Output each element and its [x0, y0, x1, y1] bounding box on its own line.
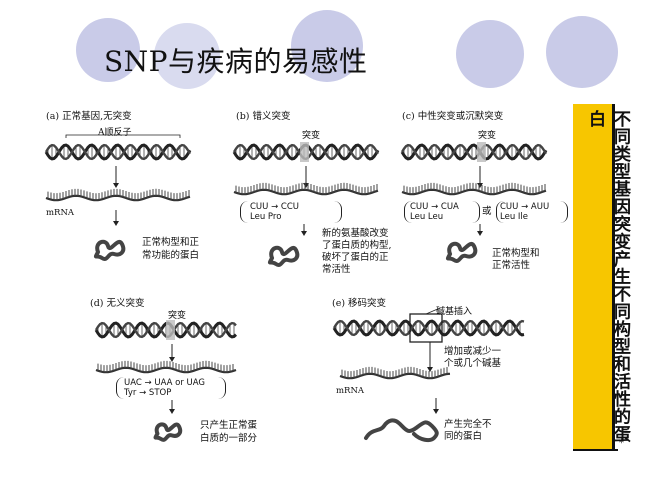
panel-c-mutation-site: [477, 142, 486, 162]
mutation-figure: (a) 正常基因,无突变 A顺反子 mRNA 正常构型和正 常功能的蛋白 (b)…: [40, 108, 570, 453]
panel-b-mrna-backbone: [233, 188, 379, 196]
panel-b-arrow-head: [301, 231, 307, 236]
panel-e-dna-strand: [332, 319, 525, 337]
sidebar-bottom-rule: [573, 449, 618, 451]
footer-star: *: [619, 438, 624, 449]
panel-a-mrna-backbone: [45, 194, 191, 202]
panel-b-codon-top: CUU → CCU: [250, 202, 299, 212]
panel-d-mutation-site: [166, 320, 175, 340]
panel-d-note-line: 白质的一部分: [200, 433, 258, 444]
panel-e-insert-leader: [425, 307, 441, 315]
panel-e-dna-strand: [332, 319, 525, 337]
panel-c-codon2-top: CUU → AUU: [500, 202, 550, 212]
panel-b-codon-bottom: Leu Pro: [250, 212, 282, 222]
summary-sidebar: 不同类型基因突变产生不同构型和活性的蛋白: [573, 104, 630, 449]
panel-d-arrow-head: [169, 357, 175, 362]
panel-d-codon-bracket: [116, 377, 226, 399]
panel-a-dna-strand: [44, 143, 192, 161]
panel-d-codon-top: UAC → UAA or UAG: [124, 378, 206, 388]
header-circle: [154, 23, 220, 89]
panel-c-dna-strand: [400, 143, 548, 161]
panel-d-note-line: 只产生正常蛋: [200, 420, 258, 431]
panel-c-codon2-bottom: Leu Ile: [500, 212, 529, 222]
panel-c-codon2-bracket: [496, 201, 568, 223]
panel-c-codon-bottom: Leu Leu: [410, 212, 444, 222]
panel-c-or-word: 或: [482, 206, 492, 217]
panel-e-mrna-backbone: [339, 372, 451, 380]
header-circle: [456, 20, 524, 88]
panel-e-arrow-head: [433, 409, 439, 414]
panel-d-protein: [153, 422, 183, 442]
panel-c-dna-strand: [400, 143, 548, 161]
panel-a-mrna-label: mRNA: [46, 208, 75, 218]
panel-e-note-line: 同的蛋白: [444, 431, 483, 442]
header-circles: [76, 10, 618, 89]
panel-d-arrow-head: [169, 409, 175, 414]
panel-c-label: (c) 中性突变或沉默突变: [402, 111, 504, 122]
panel-e-change-line: 增加或减少一: [444, 346, 502, 357]
panel-c-codon-top: CUU → CUA: [410, 202, 459, 212]
panel-c-mutation-tag: 突变: [478, 131, 497, 141]
panel-a-arrow-head: [113, 183, 119, 188]
panel-a-gene-tag: A顺反子: [98, 128, 132, 138]
header-circle: [76, 18, 140, 82]
panel-e-mrna-label: mRNA: [336, 386, 365, 396]
panel-a-note-line: 正常构型和正: [142, 237, 200, 248]
panel-b-mutation-tag: 突变: [302, 131, 321, 141]
panel-b-note-line: 常活性: [322, 264, 351, 275]
panel-e-arrow-head: [427, 367, 433, 372]
panel-c-codon-bracket: [404, 201, 480, 223]
slide-title: SNP与疾病的易感性: [104, 45, 368, 78]
header-circle: [291, 10, 363, 82]
panel-a-dna-strand: [44, 143, 192, 161]
figure-artwork: [44, 134, 548, 443]
panel-c-protein: [445, 241, 478, 263]
panel-a-note-line: 常功能的蛋白: [142, 250, 200, 261]
panel-e-note-line: 产生完全不: [444, 419, 492, 430]
sidebar-text: 不同类型基因突变产生不同构型和活性的蛋白: [585, 110, 630, 443]
panel-b-protein: [267, 245, 300, 267]
panel-d-mutation-tag: 突变: [168, 311, 187, 321]
panel-c-note-line: 正常活性: [492, 260, 531, 271]
panel-b-label: (b) 错义突变: [236, 111, 291, 122]
panel-c-arrow-head: [477, 231, 483, 236]
panel-c-note-line: 正常构型和: [492, 248, 540, 259]
panel-b-note-line: 破坏了蛋白的正: [322, 252, 389, 263]
panel-b-codon-bracket: [240, 201, 342, 223]
panel-b-mutation-site: [300, 142, 309, 162]
panel-a-arrow-head: [113, 221, 119, 226]
panel-b-note-line: 了蛋白质的构型,: [322, 240, 392, 251]
panel-d-label: (d) 无义突变: [90, 298, 145, 309]
panel-d-codon-bottom: Tyr → STOP: [124, 388, 172, 398]
panel-e-insert-tag: 碱基插入: [436, 307, 473, 317]
panel-e-label: (e) 移码突变: [332, 298, 387, 309]
panel-c-mrna-backbone: [401, 188, 547, 196]
panel-e-protein: [364, 418, 439, 443]
header-circle: [546, 16, 618, 88]
panel-a-gene-bracket: [65, 134, 181, 138]
panel-a-label: (a) 正常基因,无突变: [46, 111, 132, 122]
panel-b-note-line: 新的氨基酸改变: [322, 228, 389, 239]
panel-e-change-line: 个或几个碱基: [444, 358, 502, 369]
panel-a-protein: [93, 239, 126, 261]
